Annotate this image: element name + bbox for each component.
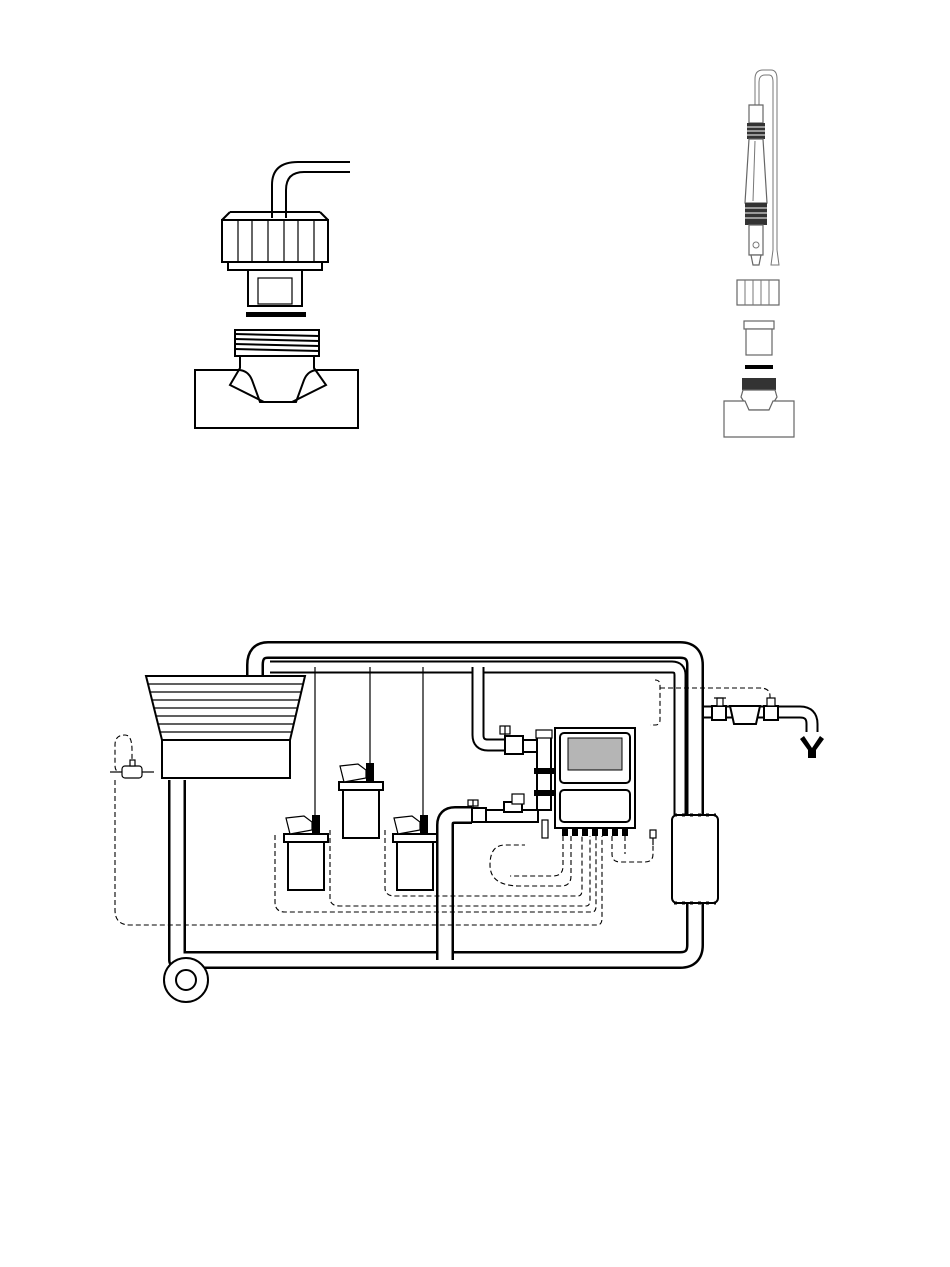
probe-holder [744,321,774,355]
pool-basin [146,676,305,778]
chemical-tank-3 [393,815,437,890]
probe-fitting-assembly-large [180,140,380,440]
o-ring [745,365,773,369]
union-nut [222,212,328,270]
filter-unit [672,815,718,903]
threaded-fitting [230,330,326,402]
o-ring [246,312,306,317]
drain-outlet [704,698,824,758]
pool-dosing-installation-schematic [100,640,840,1010]
probe-cable [272,162,350,218]
chemical-tank-2 [339,763,383,838]
circulation-pump [164,958,208,1002]
chemical-tank-1 [284,815,328,890]
probe-fitting-assembly-small [715,65,805,445]
probe-body [248,270,302,306]
flow-sensor [650,830,656,845]
union-nut [737,280,779,305]
level-sensor [110,735,154,778]
electrode-probe [745,105,767,265]
controller-unit [555,728,635,836]
